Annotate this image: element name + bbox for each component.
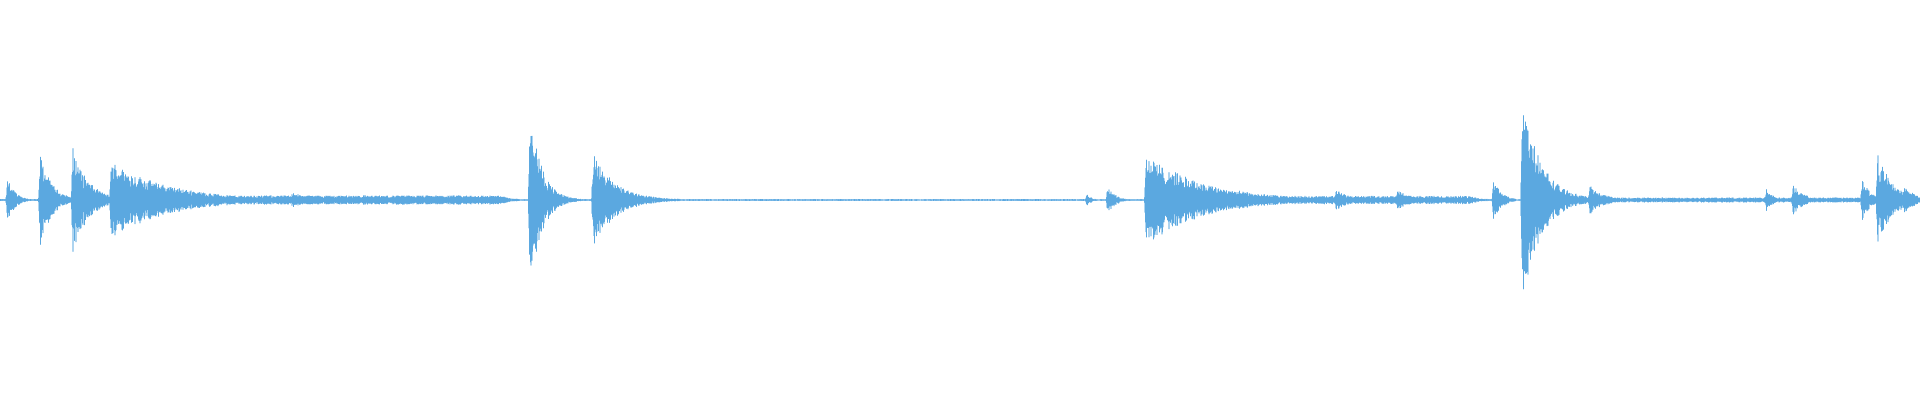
waveform-trace — [0, 115, 1920, 290]
